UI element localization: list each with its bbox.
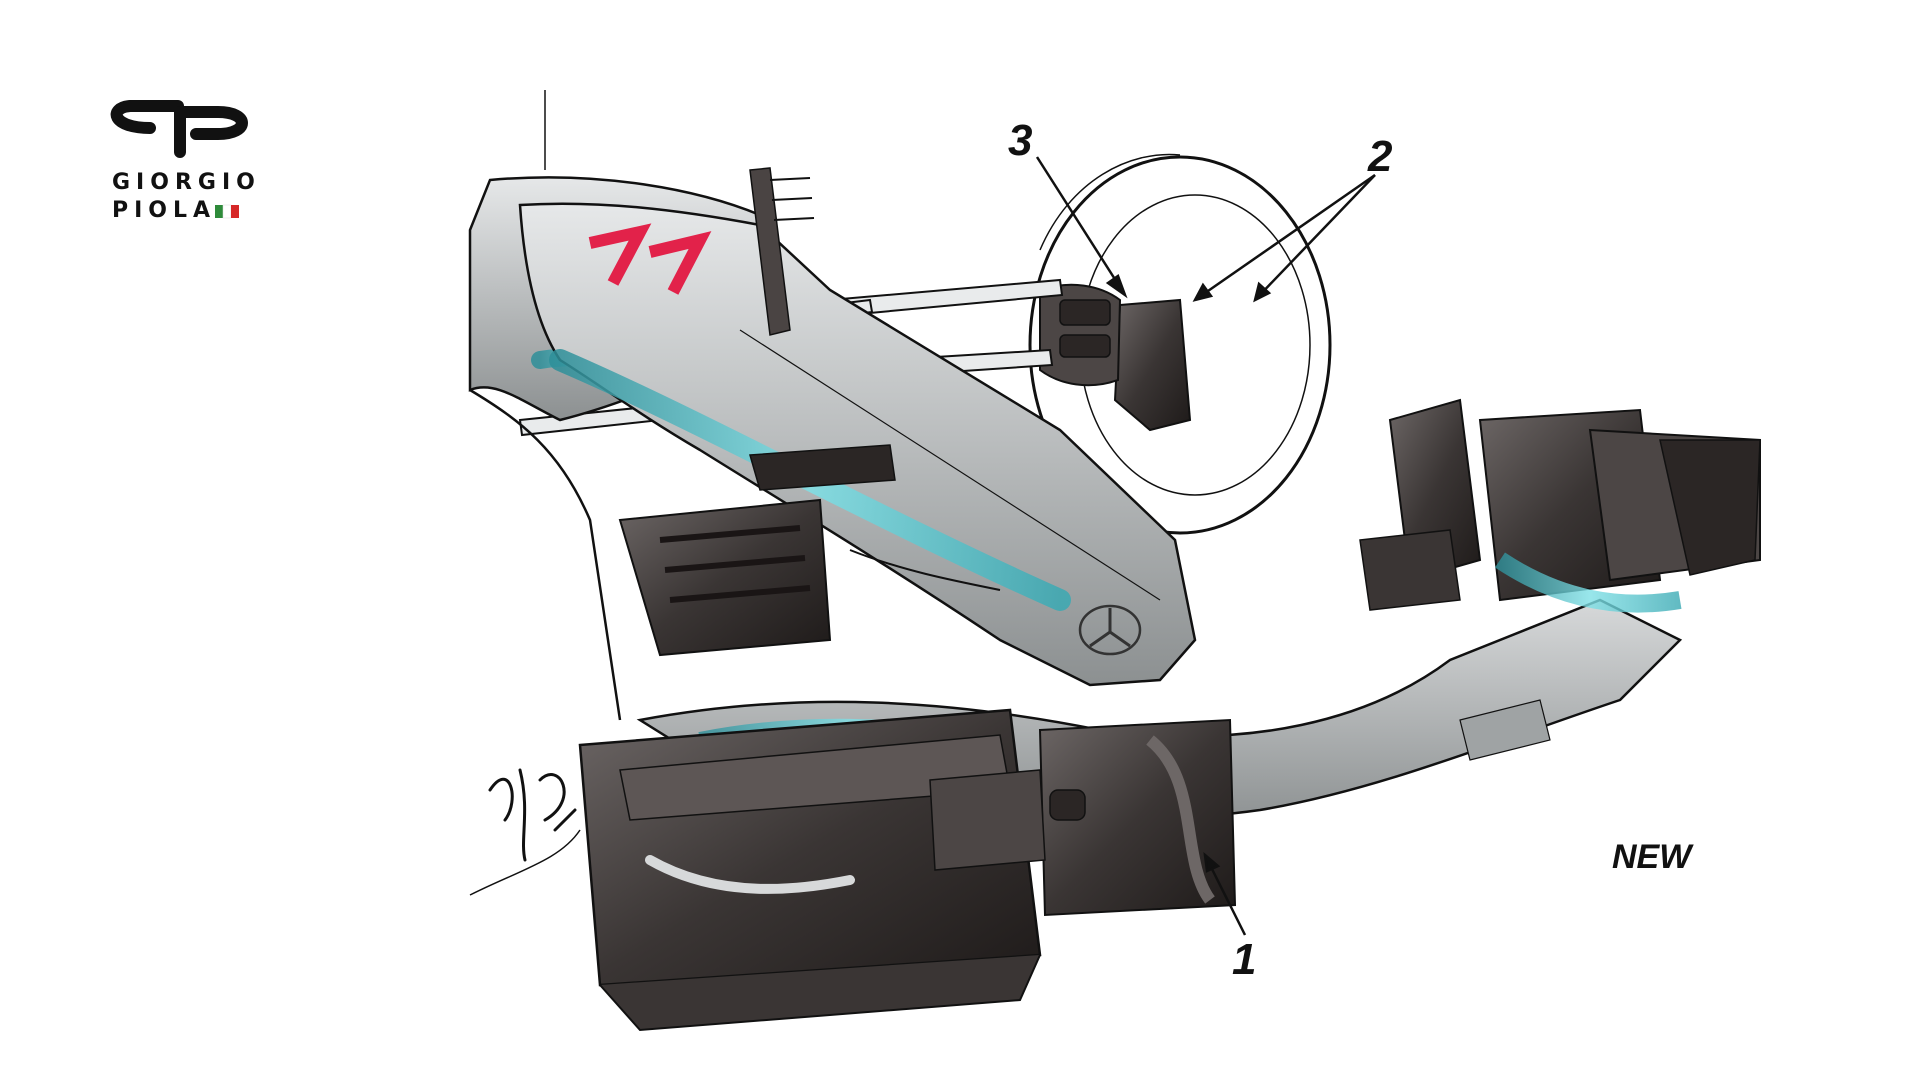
front-wing-flaps — [929, 718, 1237, 917]
callout-1: 1 — [1232, 935, 1257, 984]
brake-duct-assembly — [1039, 283, 1192, 432]
callout-3: 3 — [1008, 116, 1033, 165]
callout-2: 2 — [1368, 132, 1393, 181]
callout-arrows — [1035, 156, 1376, 936]
turning-vanes — [618, 444, 1001, 657]
logo-line-piola: PIOLA — [112, 198, 217, 223]
camera-mount — [544, 90, 815, 336]
new-tag: NEW — [1612, 838, 1692, 876]
left-endplate — [578, 708, 1042, 1032]
car-number-77 — [588, 223, 712, 295]
giorgio-piola-logo — [110, 100, 248, 158]
logo-line-giorgio: GIORGIO — [112, 170, 261, 195]
artist-signature — [469, 768, 581, 896]
right-endplate-cascades — [1359, 398, 1761, 613]
mercedes-star-icon — [1078, 604, 1142, 656]
italian-flag-icon — [215, 204, 239, 219]
